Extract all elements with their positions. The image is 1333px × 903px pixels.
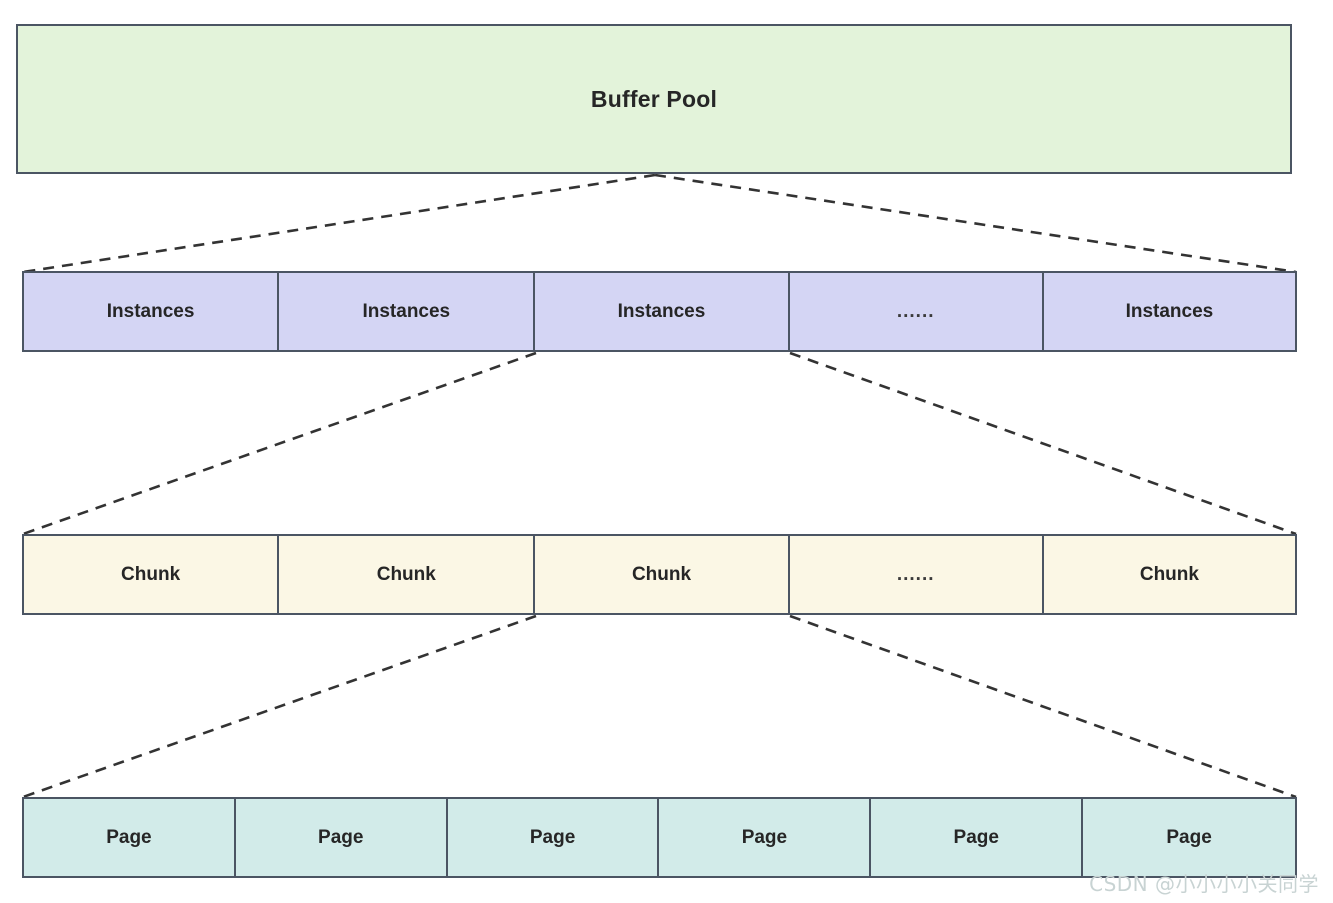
page-cell-3: Page	[447, 799, 660, 876]
page-row: Page Page Page Page Page Page	[22, 797, 1297, 878]
page-cell-2: Page	[235, 799, 448, 876]
instances-cell-2: Instances	[279, 273, 536, 350]
connector-instances-to-chunks-left	[22, 351, 537, 536]
chunk-cell-3: Chunk	[535, 536, 790, 613]
chunk-cell-1: Chunk	[24, 536, 280, 613]
page-cell-4: Page	[659, 799, 872, 876]
buffer-pool-label: Buffer Pool	[590, 85, 718, 112]
buffer-pool-box: Buffer Pool	[16, 24, 1292, 174]
instances-row: Instances Instances Instances ...... Ins…	[22, 271, 1297, 352]
csdn-watermark: CSDN @小小小小关同学	[1089, 872, 1319, 896]
instances-cell-3: Instances	[535, 273, 790, 350]
chunk-row: Chunk Chunk Chunk ...... Chunk	[22, 534, 1297, 615]
connector-instances-to-chunks-right	[789, 351, 1297, 536]
connector-pool-to-instances-right	[654, 173, 1297, 274]
page-cell-6: Page	[1083, 799, 1295, 876]
instances-cell-1: Instances	[24, 273, 280, 350]
connector-pool-to-instances-left	[22, 173, 656, 274]
chunk-cell-ellipsis: ......	[789, 536, 1044, 613]
page-cell-5: Page	[871, 799, 1084, 876]
chunk-cell-5: Chunk	[1043, 536, 1295, 613]
connector-chunks-to-pages-left	[22, 614, 537, 799]
chunk-cell-2: Chunk	[279, 536, 536, 613]
connector-chunks-to-pages-right	[789, 614, 1297, 799]
instances-cell-5: Instances	[1043, 273, 1295, 350]
page-cell-1: Page	[24, 799, 236, 876]
instances-cell-ellipsis: ......	[789, 273, 1044, 350]
